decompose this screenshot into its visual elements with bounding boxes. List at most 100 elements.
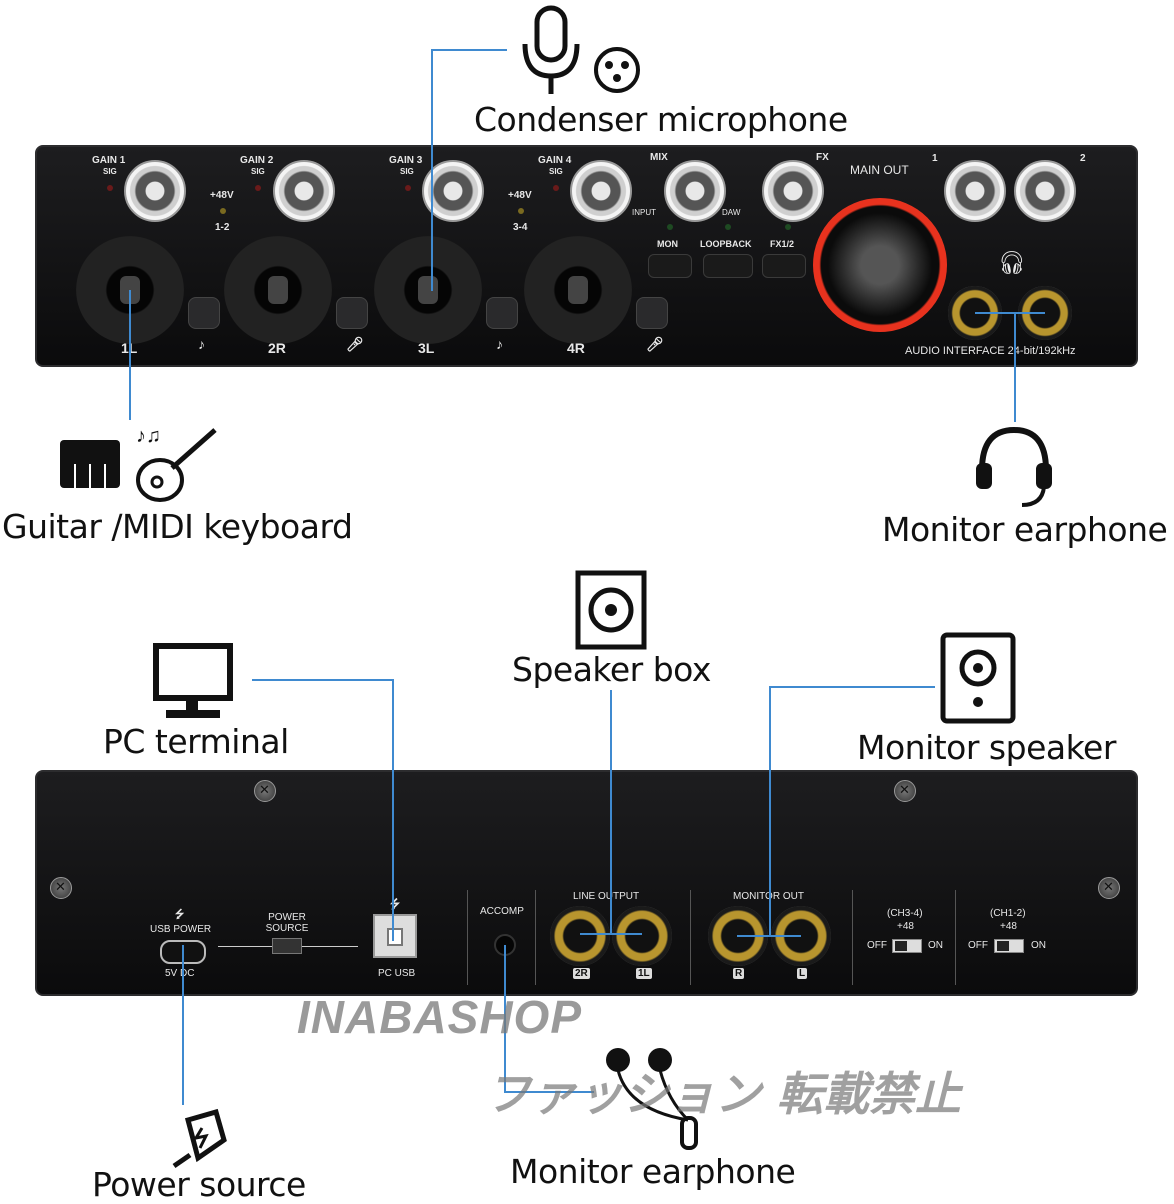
- gain4-knob[interactable]: [570, 160, 632, 222]
- fx12-button[interactable]: [762, 254, 806, 278]
- ch-4r-label: 4R: [567, 340, 585, 356]
- callout-line: [770, 686, 935, 688]
- callout-line: [252, 679, 394, 681]
- ch12-phantom-switch[interactable]: [994, 939, 1024, 953]
- sig1-label: SIG: [103, 167, 117, 176]
- monitor-out-l-label: L: [797, 968, 808, 979]
- loopback-button[interactable]: [703, 254, 753, 278]
- daw-label: DAW: [722, 208, 741, 217]
- power-source-label: POWER SOURCE: [265, 912, 309, 934]
- headphone2-knob[interactable]: [1014, 160, 1076, 222]
- combo-input-3l[interactable]: [374, 236, 482, 344]
- screw: [1098, 877, 1120, 899]
- ch-2r-label: 2R: [268, 340, 286, 356]
- mix-label: MIX: [650, 152, 668, 163]
- sig4-label: SIG: [549, 167, 563, 176]
- phantom-label: +48V: [508, 190, 532, 201]
- hp2-label: 2: [1080, 153, 1086, 164]
- combo-input-2r[interactable]: [224, 236, 332, 344]
- usb-power-label: USB POWER: [150, 924, 212, 935]
- watermark-shop: INABASHOP: [297, 991, 583, 1043]
- screw: [254, 780, 276, 802]
- piano-keyboard-icon: [60, 440, 120, 488]
- divider: [955, 890, 956, 985]
- power-source-label: Power source: [92, 1165, 306, 1204]
- power-plug-icon: [172, 1108, 227, 1169]
- callout-line: [769, 686, 771, 935]
- dc-label: 5V DC: [165, 968, 195, 979]
- sig-led: [405, 185, 411, 191]
- usb-symbol-icon: ⭍: [390, 897, 400, 911]
- mon-label: MON: [657, 239, 678, 249]
- line-output-1l-label: 1L: [636, 968, 652, 979]
- sig2-label: SIG: [251, 167, 265, 176]
- monitor-out-r-label: R: [733, 968, 745, 979]
- sig3-label: SIG: [400, 167, 414, 176]
- guitar-icon: ♪♫: [136, 425, 217, 502]
- ch34-48-label: +48: [897, 921, 914, 932]
- phantom-label: +48V: [210, 190, 234, 201]
- gain2-knob[interactable]: [273, 160, 335, 222]
- phantom-led: [220, 208, 226, 214]
- pc-usb-label: PC USB: [378, 968, 416, 979]
- divider: [852, 890, 853, 985]
- gain1-label: GAIN 1: [92, 155, 126, 166]
- headphone1-knob[interactable]: [944, 160, 1006, 222]
- microphone-icon: [522, 5, 580, 94]
- inst-switch-1[interactable]: [188, 297, 220, 329]
- accomp-label: ACCOMP: [480, 906, 524, 917]
- gain3-label: GAIN 3: [389, 155, 423, 166]
- watermark-notice: ファッション 転載禁止: [485, 1067, 962, 1121]
- pc-monitor-icon: [153, 643, 233, 718]
- fx-led: [785, 224, 791, 230]
- mic-switch-4[interactable]: [636, 297, 668, 329]
- loopback-label: LOOPBACK: [700, 239, 752, 249]
- monitor-earphone-top-label: Monitor earphone: [882, 510, 1168, 549]
- loopback-led: [725, 224, 731, 230]
- ch34-phantom-switch[interactable]: [892, 939, 922, 953]
- main-out-knob[interactable]: [813, 198, 947, 332]
- monitor-earphone-bottom-label: Monitor earphone: [510, 1152, 796, 1191]
- gain1-knob[interactable]: [124, 160, 186, 222]
- line-output-2r-label: 2R: [573, 968, 590, 979]
- callout-line: [580, 933, 642, 935]
- inst-switch-3[interactable]: [486, 297, 518, 329]
- callout-line: [392, 679, 394, 941]
- pc-usb-port[interactable]: [373, 914, 417, 958]
- callout-line: [610, 690, 612, 934]
- ch12-48-label: +48: [1000, 921, 1017, 932]
- guitar-icon: ♪: [198, 336, 205, 352]
- pc-terminal-label: PC terminal: [103, 722, 289, 761]
- on-label: ON: [1031, 940, 1046, 951]
- callout-line: [1014, 312, 1016, 422]
- guitar-midi-label: Guitar /MIDI keyboard: [2, 507, 353, 546]
- combo-input-4r[interactable]: [524, 236, 632, 344]
- headset-icon: [976, 426, 1052, 507]
- line-output-2r-jack[interactable]: [550, 906, 610, 966]
- mix-knob[interactable]: [664, 160, 726, 222]
- monitor-out-label: MONITOR OUT: [733, 891, 804, 902]
- gain2-label: GAIN 2: [240, 155, 274, 166]
- fx-label: FX: [816, 152, 829, 163]
- callout-line: [504, 1091, 594, 1093]
- earbuds-icon: [606, 1048, 698, 1150]
- input-label: INPUT: [632, 208, 656, 217]
- phantom-led: [518, 208, 524, 214]
- monitor-speaker-icon: [940, 632, 1016, 724]
- model-label: AUDIO INTERFACE 24-bit/192kHz: [905, 345, 1076, 357]
- mic-switch-2[interactable]: [336, 297, 368, 329]
- divider: [535, 890, 536, 985]
- speaker-box-icon: [575, 570, 647, 650]
- power-source-switch[interactable]: [272, 938, 302, 954]
- usb-symbol-icon: ⭍: [175, 909, 185, 921]
- fx-knob[interactable]: [762, 160, 824, 222]
- callout-line: [431, 49, 433, 291]
- callout-line: [129, 290, 131, 420]
- ch34-label: (CH3-4): [887, 908, 923, 919]
- callout-line: [975, 312, 1045, 314]
- mic-icon: 🎤︎: [346, 336, 364, 352]
- on-label: ON: [928, 940, 943, 951]
- line-output-1l-jack[interactable]: [612, 906, 672, 966]
- mon-button[interactable]: [648, 254, 692, 278]
- off-label: OFF: [968, 940, 988, 951]
